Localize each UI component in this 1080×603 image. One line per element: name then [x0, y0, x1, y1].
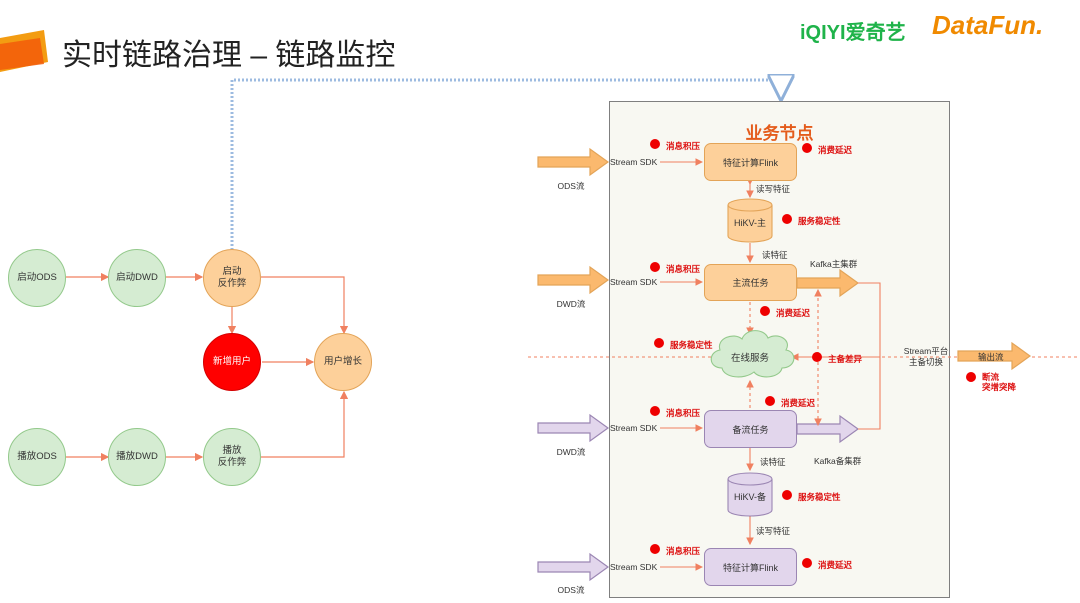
edge-label-rw2: 读写特征 — [756, 526, 791, 536]
blue-link-connector — [230, 80, 781, 250]
hikv-backup-cylinder-shape — [727, 472, 773, 517]
alert-stability-online: 服务稳定性 — [670, 340, 713, 350]
alert-stream-break: 断流 突增突降 — [982, 372, 1017, 393]
alert-backlog-main: 消息积压 — [666, 264, 701, 274]
input-arrow-dwd-bottom — [537, 413, 610, 443]
output-arrow — [957, 341, 1032, 371]
input-label-ods-top: ODS流 — [557, 181, 585, 191]
arrow-play-anti-growth — [261, 390, 349, 458]
input-label-ods-bottom: ODS流 — [557, 585, 585, 595]
node-online-service: 在线服务 — [730, 353, 769, 364]
online-service-cloud-shape — [710, 330, 795, 378]
node-play-anti-cheat: 播放 反作弊 — [203, 428, 261, 486]
alert-dot — [966, 372, 976, 382]
node-new-users: 新增用户 — [203, 333, 261, 391]
alert-dot — [650, 262, 660, 272]
edge-label-switch: Stream平台 主备切换 — [903, 346, 949, 367]
alert-delay-flink-bottom: 消费延迟 — [818, 560, 853, 570]
stream-sdk-label-3: Stream SDK — [610, 423, 658, 433]
input-arrow-dwd-top — [537, 265, 610, 295]
alert-delay-main: 消费延迟 — [776, 308, 811, 318]
alert-dot — [812, 352, 822, 362]
business-node-title: 业务节点 — [745, 124, 814, 143]
node-hikv-backup: HiKV-备 — [733, 491, 766, 502]
alert-stability-hikv-main: 服务稳定性 — [798, 216, 841, 226]
switch-path — [858, 282, 881, 430]
alert-dot — [650, 406, 660, 416]
alert-backlog-backup: 消息积压 — [666, 408, 701, 418]
alert-backlog-top: 消息积压 — [666, 141, 701, 151]
alert-dot — [765, 396, 775, 406]
kafka-backup-arrow — [796, 414, 860, 444]
datafun-logo: DataFun. — [932, 10, 1044, 40]
edge-label-rw1: 读写特征 — [756, 184, 791, 194]
hikv-main-cylinder-shape — [727, 198, 773, 243]
node-hikv-main: HiKV-主 — [733, 217, 766, 228]
node-backup-task: 备流任务 — [704, 410, 797, 448]
edge-label-kafka-main: Kafka主集群 — [810, 259, 858, 269]
stream-sdk-label-2: Stream SDK — [610, 277, 658, 287]
input-arrow-ods-top — [537, 147, 610, 177]
arrow-anti-growth — [261, 276, 349, 335]
node-flink-top: 特征计算Flink — [704, 143, 797, 181]
kafka-main-arrow — [796, 268, 860, 298]
header-accent-stripe — [0, 30, 48, 72]
alert-backlog-bottom: 消息积压 — [666, 546, 701, 556]
alert-dot — [802, 558, 812, 568]
alert-dot — [650, 139, 660, 149]
alert-dot — [654, 338, 664, 348]
node-user-growth: 用户增长 — [314, 333, 372, 391]
alert-stability-hikv-backup: 服务稳定性 — [798, 492, 841, 502]
node-start-dwd: 启动DWD — [108, 249, 166, 307]
node-start-ods: 启动ODS — [8, 249, 66, 307]
edge-label-kafka-backup: Kafka备集群 — [814, 456, 862, 466]
alert-primary-backup-diff: 主备差异 — [828, 354, 863, 364]
iqiyi-logo: iQIYI爱奇艺 — [800, 22, 906, 44]
stream-sdk-label-1: Stream SDK — [610, 157, 658, 167]
node-main-task: 主流任务 — [704, 264, 797, 301]
alert-dot — [650, 544, 660, 554]
node-start-anti-cheat: 启动 反作弊 — [203, 249, 261, 307]
alert-delay-flink-top: 消费延迟 — [818, 145, 853, 155]
alert-dot — [782, 490, 792, 500]
edge-label-r2: 读特征 — [760, 457, 786, 467]
input-arrow-ods-bottom — [537, 552, 610, 582]
stream-sdk-label-4: Stream SDK — [610, 562, 658, 572]
node-flink-bottom: 特征计算Flink — [704, 548, 797, 586]
alert-dot — [802, 143, 812, 153]
input-label-dwd-bottom: DWD流 — [556, 447, 586, 457]
output-stream-label: 输出流 — [978, 352, 1004, 362]
node-play-dwd: 播放DWD — [108, 428, 166, 486]
node-play-ods: 播放ODS — [8, 428, 66, 486]
alert-delay-backup: 消费延迟 — [781, 398, 816, 408]
input-label-dwd-top: DWD流 — [556, 299, 586, 309]
edge-label-r1: 读特征 — [762, 250, 788, 260]
input-arrows — [537, 147, 1032, 582]
alert-dot — [760, 306, 770, 316]
alert-dot — [782, 214, 792, 224]
page-title: 实时链路治理 – 链路监控 — [62, 39, 396, 72]
